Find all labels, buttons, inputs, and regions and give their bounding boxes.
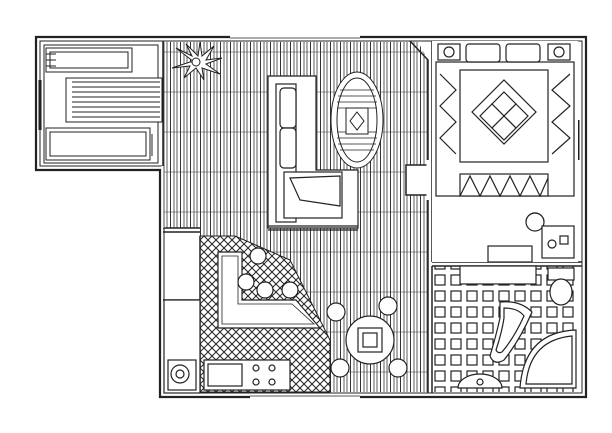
dining xyxy=(326,296,408,378)
exterior-walls xyxy=(34,35,588,399)
bar-stool xyxy=(237,273,255,291)
doors xyxy=(161,160,430,228)
bathtub xyxy=(489,301,533,363)
bar-stool xyxy=(281,281,299,299)
nightstand xyxy=(547,43,571,61)
dining-chair xyxy=(388,358,408,378)
toilet xyxy=(547,267,575,306)
plant xyxy=(171,41,223,81)
bar-stool xyxy=(249,247,267,265)
desk-lamp xyxy=(541,225,575,259)
rug-stripes xyxy=(337,89,377,151)
round-table xyxy=(345,315,395,365)
l-shaped-counter xyxy=(217,251,322,329)
bathroom xyxy=(457,265,577,389)
chair xyxy=(525,212,545,232)
sofa xyxy=(267,75,359,231)
dining-chair xyxy=(326,302,346,322)
washbasin xyxy=(457,373,503,389)
lounge-chair xyxy=(45,47,163,123)
oval-rug xyxy=(330,71,384,169)
kitchen xyxy=(163,247,322,394)
sink xyxy=(167,359,197,391)
bedroom xyxy=(432,41,578,263)
vanity xyxy=(459,265,537,285)
double-bed xyxy=(435,43,575,198)
dining-chair xyxy=(378,296,398,316)
bar-stool xyxy=(256,281,274,299)
cooktop xyxy=(203,359,291,391)
dining-chair xyxy=(330,358,350,378)
corner-shower xyxy=(519,329,577,389)
lounge-chair xyxy=(45,127,153,161)
nightstand xyxy=(437,43,461,61)
balcony xyxy=(43,44,163,164)
